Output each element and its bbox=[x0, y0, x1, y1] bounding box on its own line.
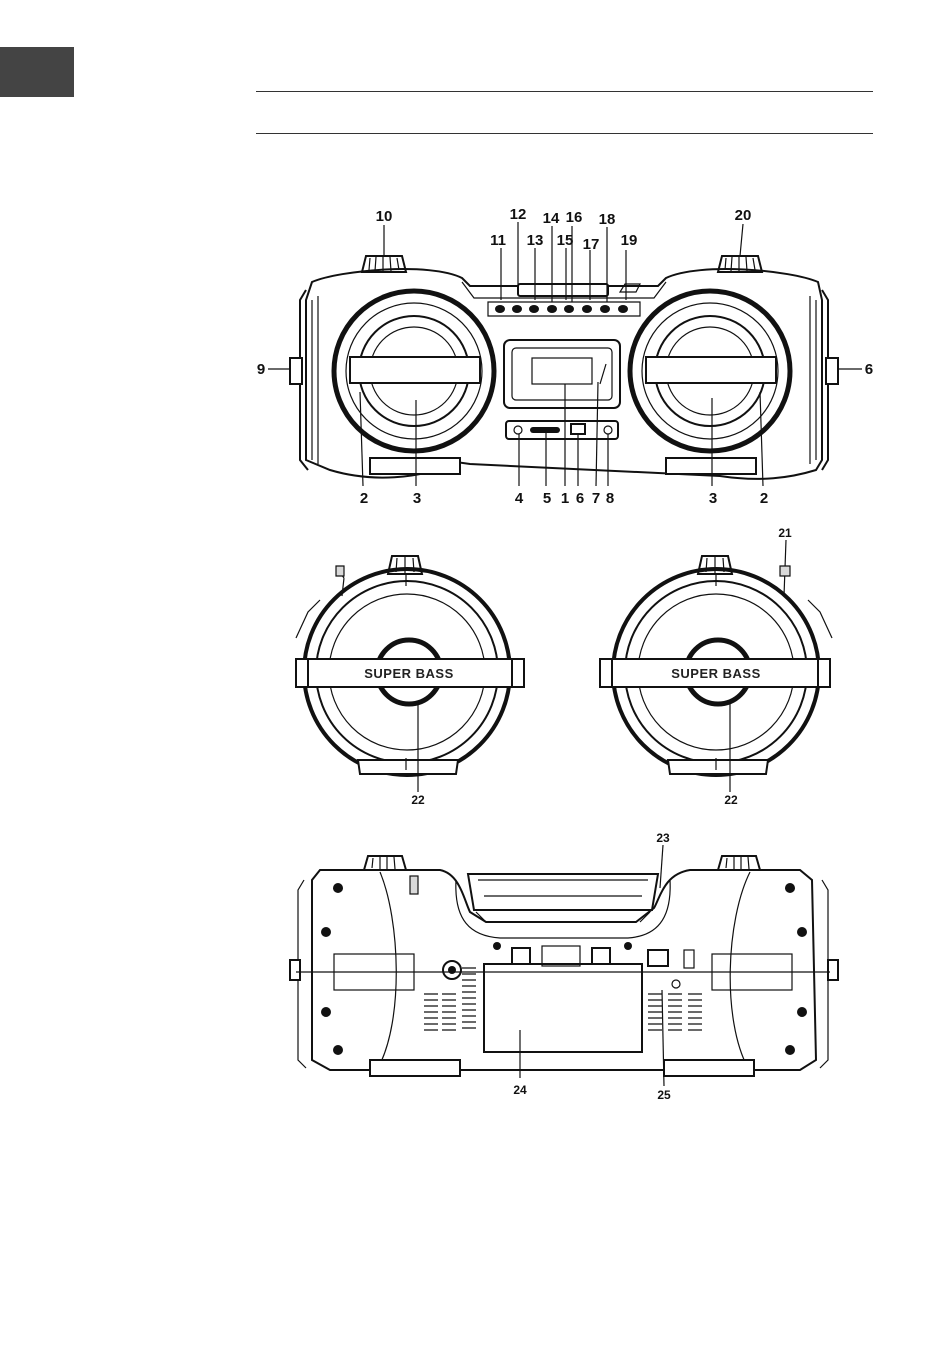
callout-2-left: 2 bbox=[360, 490, 368, 507]
callout-5: 5 bbox=[543, 490, 551, 507]
callout-4: 4 bbox=[515, 490, 524, 507]
callout-22-right: 22 bbox=[724, 793, 738, 807]
battery-compartment bbox=[484, 964, 642, 1052]
callout-7: 7 bbox=[592, 490, 600, 507]
left-speaker bbox=[334, 291, 494, 451]
callout-12: 12 bbox=[510, 206, 527, 223]
callout-10: 10 bbox=[376, 208, 393, 225]
callout-25: 25 bbox=[657, 1088, 671, 1102]
callout-22-left: 22 bbox=[411, 793, 425, 807]
callout-1: 1 bbox=[561, 490, 569, 507]
back-view-diagram: 23 24 25 bbox=[290, 831, 838, 1102]
display-panel bbox=[504, 340, 620, 408]
callout-2-right: 2 bbox=[760, 490, 768, 507]
callout-3-left: 3 bbox=[413, 490, 421, 507]
input-strip bbox=[506, 421, 618, 439]
front-view-diagram: 10 12 14 16 18 20 11 13 15 17 19 9 9 2 3… bbox=[257, 206, 873, 507]
callout-14: 14 bbox=[543, 210, 560, 227]
callout-17: 17 bbox=[583, 236, 600, 253]
callout-8: 8 bbox=[606, 490, 614, 507]
side-view-left: SUPER BASS 22 bbox=[296, 556, 524, 807]
super-bass-emblem-right: SUPER BASS bbox=[671, 666, 761, 681]
callout-3-right: 3 bbox=[709, 490, 717, 507]
callout-23: 23 bbox=[656, 831, 670, 845]
callout-15: 15 bbox=[557, 232, 574, 249]
speaker-grills bbox=[424, 968, 702, 1030]
callout-6: 6 bbox=[576, 490, 584, 507]
callout-20: 20 bbox=[735, 207, 752, 224]
right-speaker bbox=[630, 291, 790, 451]
callout-19: 19 bbox=[621, 232, 638, 249]
callout-16: 16 bbox=[566, 209, 583, 226]
callout-21: 21 bbox=[778, 526, 792, 540]
callout-9-right: 9 bbox=[865, 360, 873, 377]
callout-24: 24 bbox=[513, 1083, 527, 1097]
side-view-right: SUPER BASS 21 22 bbox=[600, 526, 832, 807]
callout-9-left: 9 bbox=[257, 361, 265, 378]
callout-18: 18 bbox=[599, 211, 616, 228]
callout-13: 13 bbox=[527, 232, 544, 249]
callout-11: 11 bbox=[490, 232, 506, 249]
super-bass-emblem-left: SUPER BASS bbox=[364, 666, 454, 681]
control-buttons bbox=[488, 302, 640, 316]
